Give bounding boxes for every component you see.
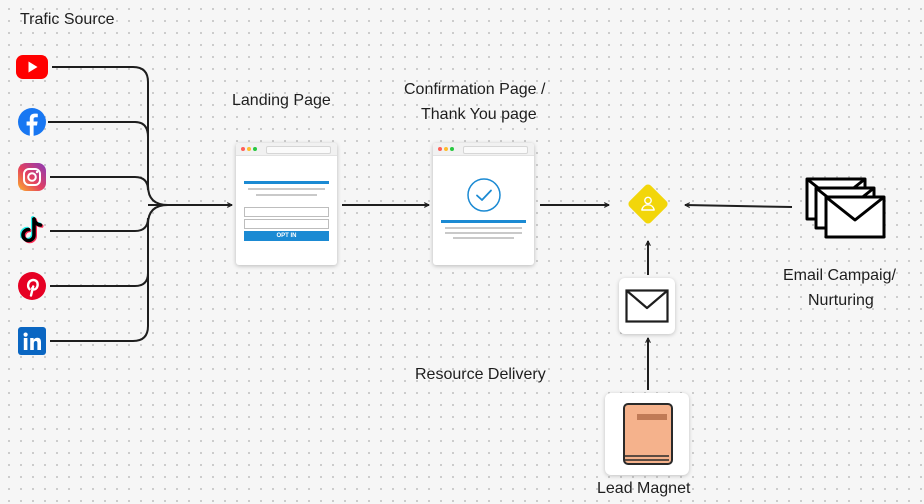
address-bar xyxy=(463,146,528,154)
window-minimize-dot xyxy=(247,147,251,151)
arrow-from-email xyxy=(685,205,793,208)
email-campaign-title-line2: Nurturing xyxy=(808,292,874,309)
connector-pinterest xyxy=(50,272,149,287)
resource-delivery-card xyxy=(619,278,675,334)
address-bar xyxy=(266,146,331,154)
instagram-icon xyxy=(18,163,46,191)
traffic-source-title: Trafic Source xyxy=(20,11,115,28)
confirmation-text-line xyxy=(445,227,522,229)
landing-text-line xyxy=(248,188,325,190)
window-close-dot xyxy=(241,147,245,151)
landing-email-field xyxy=(244,219,329,229)
confirmation-text-line xyxy=(445,232,522,234)
connector-facebook xyxy=(48,121,149,138)
facebook-icon xyxy=(18,108,46,136)
linkedin-icon xyxy=(18,327,46,355)
lead-magnet-title: Lead Magnet xyxy=(597,480,691,497)
envelope-icon xyxy=(625,289,669,323)
confirmation-page-title-line2: Thank You page xyxy=(421,106,537,123)
resource-delivery-title: Resource Delivery xyxy=(415,366,546,383)
window-maximize-dot xyxy=(450,147,454,151)
email-campaign-title-line1: Email Campaig/ xyxy=(783,267,896,284)
email-stack-icon xyxy=(805,177,886,239)
confirmation-page-title-line1: Confirmation Page / xyxy=(404,81,546,98)
landing-page-mockup: OPT IN xyxy=(236,143,337,265)
opt-in-button: OPT IN xyxy=(244,231,329,241)
lead-user-icon xyxy=(628,184,668,224)
confirmation-text-line xyxy=(453,237,514,239)
youtube-icon xyxy=(16,55,48,79)
book-icon xyxy=(623,403,673,465)
window-minimize-dot xyxy=(444,147,448,151)
window-maximize-dot xyxy=(253,147,257,151)
check-circle-icon xyxy=(467,178,501,212)
connector-youtube xyxy=(52,66,169,206)
pinterest-icon xyxy=(18,272,46,300)
tiktok-icon xyxy=(20,216,44,244)
confirmation-headline-bar xyxy=(441,220,526,223)
connector-linkedin xyxy=(50,204,169,342)
connector-instagram xyxy=(50,176,149,191)
landing-headline-bar xyxy=(244,181,329,184)
landing-name-field xyxy=(244,207,329,217)
confirmation-browser-bar xyxy=(433,143,534,156)
lead-magnet-card xyxy=(605,393,689,475)
confirmation-page-mockup xyxy=(433,143,534,265)
landing-page-title: Landing Page xyxy=(232,92,331,109)
connector-tiktok xyxy=(50,217,149,232)
landing-text-line xyxy=(256,194,317,196)
landing-browser-bar xyxy=(236,143,337,156)
window-close-dot xyxy=(438,147,442,151)
